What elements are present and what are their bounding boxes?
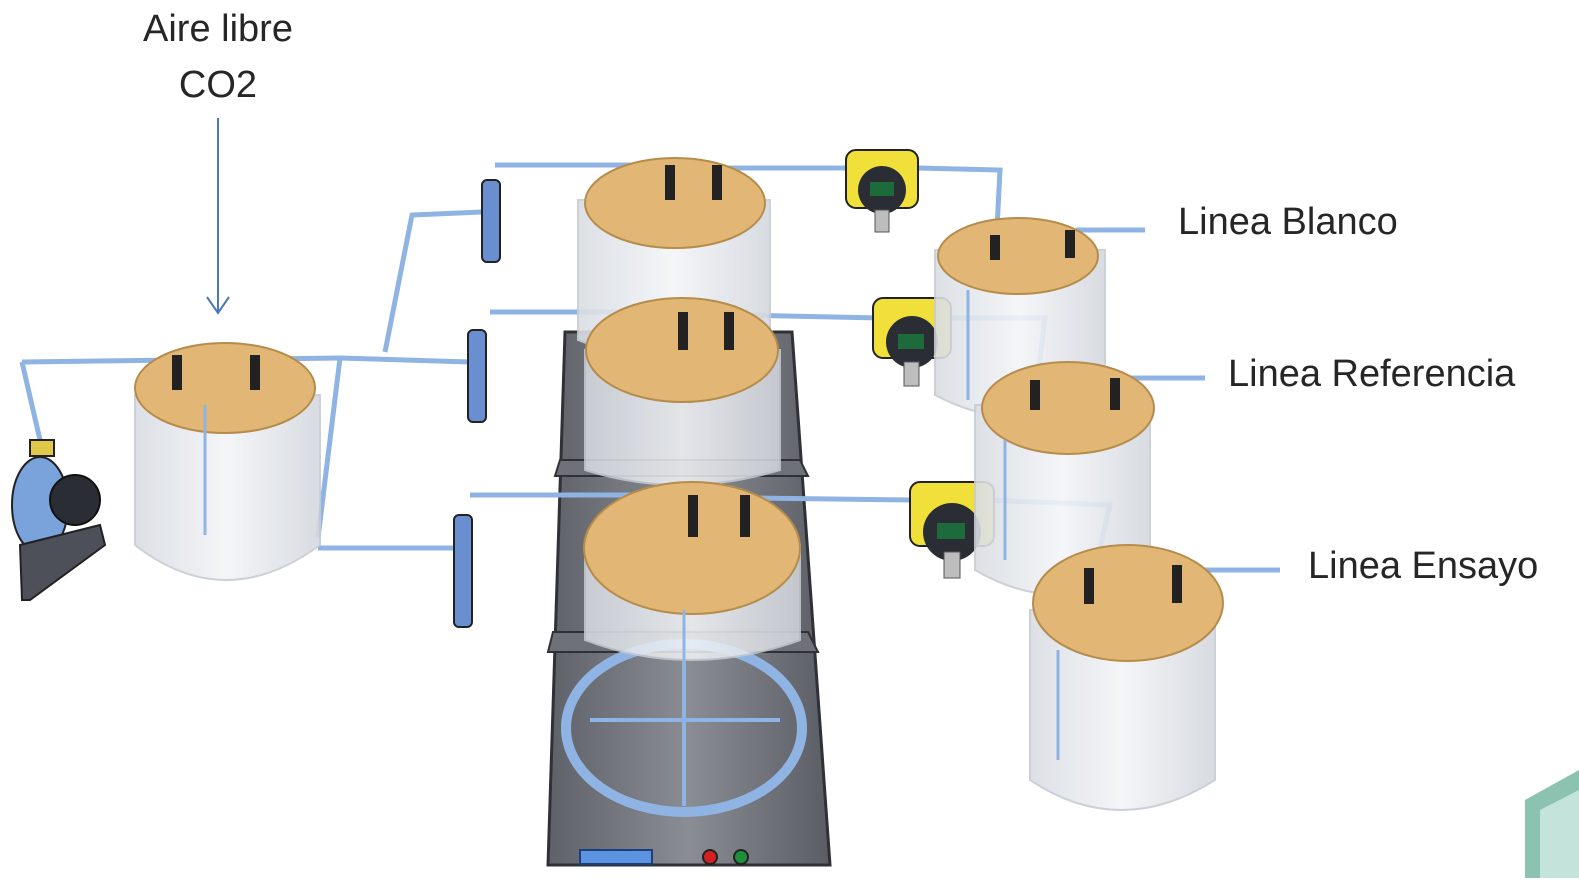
diaphragm-pump-icon — [11, 439, 107, 601]
inlet-label-line2: CO2 — [178, 64, 258, 106]
inlet-jar — [134, 342, 321, 581]
co2-sensor-icon — [845, 149, 995, 579]
corner-decoration — [1525, 770, 1579, 878]
inlet-label-line1: Aire libre — [143, 8, 293, 50]
label-linea-blanco: Linea Blanco — [1178, 201, 1398, 243]
reaction-jar-bottom — [583, 481, 801, 740]
outlet-jar-ensayo — [1029, 544, 1224, 811]
inlet-label: Aire libre CO2 — [88, 10, 348, 122]
flowmeter-icon — [453, 179, 501, 628]
label-linea-ensayo: Linea Ensayo — [1308, 545, 1539, 587]
inlet-arrow — [206, 118, 230, 315]
label-linea-referencia: Linea Referencia — [1228, 353, 1516, 395]
reaction-jar-middle — [584, 297, 781, 486]
